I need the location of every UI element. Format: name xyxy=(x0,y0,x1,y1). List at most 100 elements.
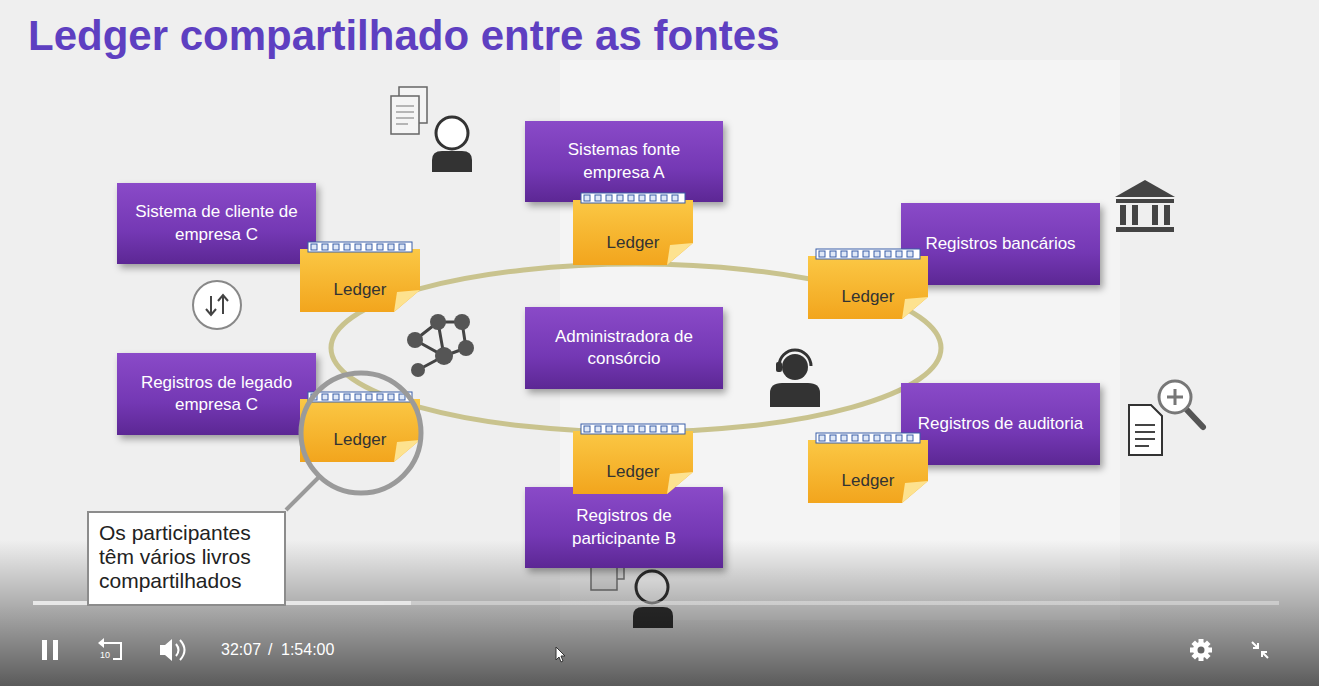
network-icon xyxy=(458,340,474,356)
note-binding xyxy=(584,195,590,201)
support-agent-icon xyxy=(776,362,782,372)
node-text: Registros bancários xyxy=(925,233,1075,255)
note-binding xyxy=(863,435,869,441)
skip-seconds: 10 xyxy=(100,650,110,660)
network-icon xyxy=(411,363,425,377)
note-binding xyxy=(885,251,891,257)
documents-person-icon xyxy=(391,96,419,134)
note-binding xyxy=(628,426,634,432)
pause-button xyxy=(42,640,58,660)
bank-icon xyxy=(1115,180,1175,197)
note-binding xyxy=(308,242,412,252)
note-binding xyxy=(830,435,836,441)
process-box: Registros de participante B xyxy=(525,487,723,568)
note-binding xyxy=(595,426,601,432)
note-binding xyxy=(896,435,902,441)
ledger-note: Ledger xyxy=(573,424,693,494)
sync-icon xyxy=(206,295,228,315)
note-binding xyxy=(399,244,405,250)
note-binding xyxy=(816,249,920,259)
note-binding xyxy=(650,195,656,201)
node-text: Registros de legado empresa C xyxy=(131,372,302,416)
note-binding xyxy=(874,251,880,257)
note-binding xyxy=(333,244,339,250)
ledger-note: Ledger xyxy=(300,242,420,312)
note-binding xyxy=(907,251,913,257)
note-binding xyxy=(333,394,339,400)
note-binding xyxy=(308,392,412,402)
note-binding xyxy=(606,195,612,201)
volume-button xyxy=(176,640,185,660)
ledger-note-shape xyxy=(808,249,928,319)
node-text: Sistemas fonte empresa A xyxy=(539,139,709,183)
note-binding xyxy=(388,394,394,400)
note-binding xyxy=(639,426,645,432)
note-binding xyxy=(355,244,361,250)
node-text: Ledger xyxy=(573,462,693,482)
sync-icon xyxy=(193,281,241,329)
documents-person-icon xyxy=(396,106,414,124)
audit-document-icon xyxy=(1187,410,1203,427)
support-agent-icon xyxy=(770,383,820,407)
process-box: Registros bancários xyxy=(901,203,1100,285)
network-icon xyxy=(407,332,423,348)
ledger-note: Ledger xyxy=(300,392,420,462)
replay-button xyxy=(98,638,104,648)
network-icon xyxy=(407,314,474,377)
mouse-cursor xyxy=(556,647,565,662)
note-binding xyxy=(311,244,317,250)
replay-button xyxy=(98,638,121,659)
note-binding xyxy=(650,426,656,432)
slide-title: Ledger compartilhado entre as fontes xyxy=(28,12,780,60)
ledger-note: Ledger xyxy=(808,433,928,503)
note-fold xyxy=(902,481,928,503)
documents-person-icon xyxy=(436,117,468,149)
note-binding xyxy=(617,195,623,201)
note-binding xyxy=(355,394,361,400)
node-text: Registros de auditoria xyxy=(918,413,1083,435)
note-binding xyxy=(816,433,920,443)
magnifier-ring xyxy=(301,373,421,493)
note-binding xyxy=(344,244,350,250)
note-binding xyxy=(595,195,601,201)
leader-line xyxy=(286,477,319,510)
node-text: Ledger xyxy=(300,430,420,450)
ledger-note-shape xyxy=(808,433,928,503)
support-agent-icon xyxy=(779,350,811,366)
note-binding xyxy=(819,251,825,257)
note-binding xyxy=(874,435,880,441)
time-separator: / xyxy=(268,641,272,659)
note-binding xyxy=(672,426,678,432)
support-agent-icon xyxy=(782,354,808,380)
note-binding xyxy=(885,435,891,441)
sync-icon xyxy=(193,281,241,329)
process-box: Registros de legado empresa C xyxy=(117,353,316,435)
ledger-note-shape xyxy=(808,440,928,503)
network-icon xyxy=(435,347,453,365)
settings-button xyxy=(1198,647,1205,654)
note-binding xyxy=(617,426,623,432)
network-icon xyxy=(454,314,470,330)
network-ring xyxy=(331,264,941,432)
volume-button xyxy=(160,639,172,661)
note-binding xyxy=(852,435,858,441)
bank-icon xyxy=(1116,227,1174,232)
ledger-note-shape xyxy=(573,431,693,494)
node-text: Ledger xyxy=(300,280,420,300)
ledger-note-shape xyxy=(573,200,693,265)
audit-document-icon xyxy=(1135,425,1155,446)
node-text: Registros de participante B xyxy=(539,505,709,549)
bank-icon xyxy=(1152,205,1158,225)
note-fold xyxy=(902,297,928,319)
note-binding xyxy=(639,195,645,201)
node-text: Ledger xyxy=(808,471,928,491)
process-box: Sistema de cliente de empresa C xyxy=(117,183,316,264)
node-text: Ledger xyxy=(573,233,693,253)
support-agent-icon xyxy=(770,350,820,407)
note-binding xyxy=(841,251,847,257)
mouse-cursor xyxy=(556,647,565,662)
note-binding xyxy=(907,435,913,441)
settings-button xyxy=(1191,640,1210,659)
note-binding xyxy=(584,426,590,432)
ledger-note-shape xyxy=(808,256,928,319)
